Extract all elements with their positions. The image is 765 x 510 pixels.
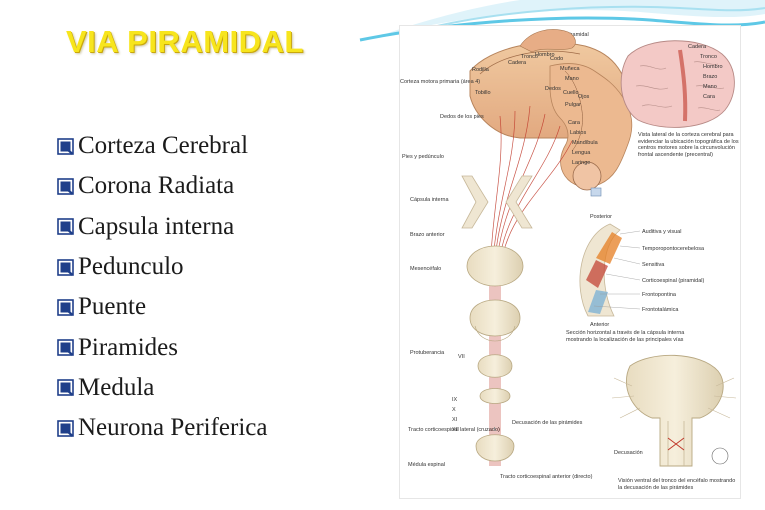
checkbox-q-bullet-icon (57, 419, 74, 437)
label-anterior: Anterior (590, 322, 609, 328)
cortex-label: Lengua (572, 150, 591, 156)
cranial-nerve-label: XI (452, 417, 458, 423)
label-corona: Pies y pedúnculo (402, 154, 444, 160)
brain-label: Cadera (688, 44, 707, 50)
label-lateral-tract: Tracto corticoespinal lateral (cruzado) (408, 427, 500, 433)
cortex-label: Muñeca (560, 66, 581, 72)
descending-fibers (489, 105, 573, 466)
cortex-label: Pulgar (565, 102, 581, 108)
label-cortex-area: Corteza motora primaria (área 4) (400, 79, 480, 85)
ventral-brainstem-icon (611, 354, 737, 467)
legend-item: Temporopontocerebelosa (642, 246, 705, 252)
label-capsule: Cápsula interna (410, 197, 449, 203)
cranial-nerve-label: VII (458, 354, 465, 360)
cranial-nerve-label: X (452, 407, 456, 413)
label-anterior-arm: Brazo anterior (410, 232, 445, 238)
list-item: Pedunculo (57, 247, 267, 287)
list-item: Neurona Periferica (57, 408, 267, 448)
bullet-text: Piramides (78, 333, 178, 361)
cortex-label: Dedos (545, 86, 561, 92)
bullet-text: Capsula interna (78, 212, 235, 240)
cortex-label: Cadera (508, 60, 527, 66)
cortex-label: Mano (565, 76, 579, 82)
bullet-text: Neurona Periferica (78, 414, 268, 442)
cortex-label: Codo (550, 56, 563, 62)
label-decussation: Decusación de las pirámides (512, 420, 583, 426)
brain-label: Hombro (703, 64, 723, 70)
pons-section (469, 299, 521, 337)
label-midbrain: Mesencéfalo (410, 266, 441, 272)
bullet-text: Puente (78, 293, 147, 321)
list-item: Medula (57, 368, 267, 408)
list-item: Capsula interna (57, 207, 267, 247)
cortex-label: Cara (568, 120, 581, 126)
list-item: Corona Radiata (57, 166, 267, 206)
label-lateral-view: Vista lateral de la corteza cerebral par… (638, 132, 739, 158)
checkbox-q-bullet-icon (57, 178, 74, 195)
cortex-label: Labios (570, 130, 586, 136)
label-spinal: Médula espinal (408, 462, 445, 468)
checkbox-q-bullet-icon (57, 299, 74, 316)
label-brainstem-caption: Visión ventral del tronco del encéfalo m… (618, 478, 736, 491)
label-decussation-ventral: Decusación (614, 450, 643, 456)
label-anterior-tract: Tracto corticoespinal anterior (directo) (500, 474, 593, 480)
checkbox-q-bullet-icon (57, 339, 74, 356)
pyramidal-tract-illustration: Sistema piramidal Corteza motora primari… (400, 26, 740, 498)
internal-capsule-left (461, 175, 489, 229)
checkbox-q-bullet-icon (57, 137, 74, 155)
brain-label: Mano (703, 84, 717, 90)
legend-item: Sensitiva (642, 262, 665, 268)
medulla-section (477, 354, 513, 378)
label-posterior: Posterior (590, 214, 612, 220)
slide-title: VIA PIRAMIDAL (66, 24, 304, 59)
cortex-label: Mandíbula (572, 140, 599, 146)
brain-label: Brazo (703, 74, 717, 80)
bullet-text: Medula (78, 373, 155, 401)
capsule-legend: Auditiva y visual Temporopontocerebelosa… (593, 229, 705, 313)
bullet-text: Corteza Cerebral (78, 132, 249, 160)
list-item: Corteza Cerebral (57, 126, 267, 166)
cortex-label: Tronco (521, 54, 538, 60)
lateral-brain-icon (620, 40, 735, 128)
homunculus-icon (549, 63, 633, 188)
cranial-nerve-label: XII (452, 427, 459, 433)
cortex-label: Ojos (578, 94, 590, 100)
bullet-list: Corteza Cerebral Corona Radiata Capsula … (57, 126, 267, 448)
legend-item: Auditiva y visual (642, 229, 681, 235)
spinal-cord-section (475, 434, 515, 462)
cranial-nerve-label: IX (452, 397, 458, 403)
legend-item: Frontotalámica (642, 307, 679, 313)
cortex-label: Laringe (572, 160, 590, 166)
checkbox-q-bullet-icon (57, 218, 74, 236)
cortex-label: Cuello (563, 90, 579, 96)
anatomy-figure: Sistema piramidal Corteza motora primari… (400, 29, 739, 491)
legend-item: Frontopontina (642, 292, 677, 298)
legend-item: Corticoespinal (piramidal) (642, 278, 705, 284)
internal-capsule-right (505, 175, 533, 229)
bullet-text: Pedunculo (78, 253, 184, 281)
label-pons: Protuberancia (410, 350, 445, 356)
bullet-text: Corona Radiata (78, 172, 235, 200)
list-item: Puente (57, 287, 267, 327)
midbrain-section (466, 245, 524, 287)
label-knee: Rodilla (472, 67, 490, 73)
lower-medulla-section (479, 388, 511, 404)
label-leg: Tobillo (475, 90, 491, 96)
brain-label: Tronco (700, 54, 717, 60)
cortex-label: Hombro (535, 52, 555, 58)
label-section-caption: Sección horizontal a través de la cápsul… (566, 330, 685, 343)
brain-label: Cara (703, 94, 716, 100)
list-item: Piramides (57, 327, 267, 367)
checkbox-q-bullet-icon (57, 379, 74, 397)
checkbox-q-bullet-icon (57, 258, 74, 276)
label-foot: Dedos de los pies (440, 114, 484, 120)
